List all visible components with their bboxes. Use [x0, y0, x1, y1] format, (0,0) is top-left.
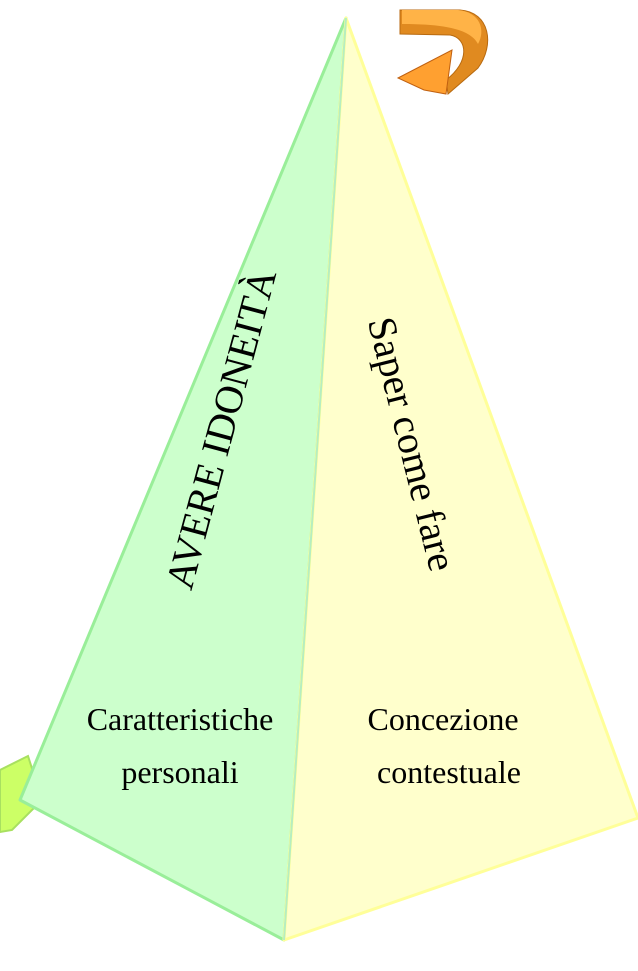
left-base-label-line1: Caratteristiche [87, 701, 274, 737]
right-base-label-line1: Concezione [367, 701, 518, 737]
right-base-label-line2: contestuale [377, 754, 521, 790]
pyramid-ridge-edge [283, 17, 347, 941]
left-base-label-line2: personali [121, 754, 238, 790]
curved-rotate-arrow-icon [396, 9, 489, 95]
